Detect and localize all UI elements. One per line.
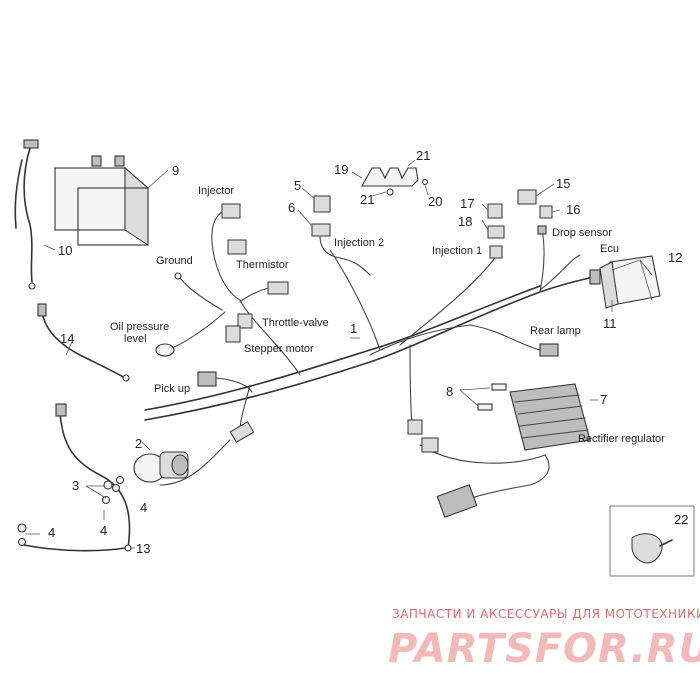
label-injection-1: Injection 1 — [432, 245, 482, 257]
callout-7: 7 — [600, 392, 607, 407]
label-ground: Ground — [156, 255, 193, 267]
callout-17: 17 — [460, 196, 474, 211]
injection-2-connector — [311, 195, 371, 276]
callout-1: 1 — [350, 321, 357, 336]
battery-cable — [14, 139, 39, 290]
callout-20: 20 — [428, 194, 442, 209]
ground-cable-13 — [23, 403, 132, 552]
injection-1-connector — [487, 203, 505, 259]
ground-cable-14 — [37, 303, 130, 382]
callout-19: 19 — [334, 162, 348, 177]
label-drop-sensor: Drop sensor — [552, 227, 612, 239]
callout-12: 12 — [668, 250, 682, 265]
watermark-tagline: ЗАПЧАСТИ И АКСЕССУАРЫ ДЛЯ МОТОТЕХНИКИ — [392, 607, 700, 621]
label-oil-pressure-2: level — [124, 333, 147, 345]
callout-11: 11 — [603, 316, 617, 331]
callout-2: 2 — [135, 436, 142, 451]
callout-9: 9 — [172, 163, 179, 178]
label-throttle-valve: Throttle-valve — [262, 317, 329, 329]
callout-3: 3 — [72, 478, 79, 493]
callout-4-c: 4 — [100, 523, 107, 538]
washers-and-nuts — [17, 475, 125, 547]
callout-21-b: 21 — [360, 192, 374, 207]
label-injection-2: Injection 2 — [334, 237, 384, 249]
throttle-valve-connector — [237, 313, 253, 329]
pick-up-connector — [197, 371, 253, 393]
main-wiring-harness — [144, 229, 599, 501]
mounting-bracket — [361, 167, 429, 196]
callout-15: 15 — [556, 176, 570, 191]
regulator-connector — [407, 419, 478, 518]
callout-5: 5 — [294, 178, 301, 193]
label-rectifier-regulator: Rectifier regulator — [578, 433, 665, 445]
callout-4-a: 4 — [140, 500, 147, 515]
callout-18: 18 — [458, 214, 472, 229]
thermistor-connector — [239, 281, 289, 303]
part-labels: Injector Ground Thermistor Oil pressure … — [110, 185, 665, 445]
label-thermistor: Thermistor — [236, 259, 289, 271]
callout-4-b: 4 — [48, 525, 55, 540]
rectifier-regulator — [509, 383, 591, 451]
drop-sensor-connector — [517, 189, 553, 235]
callout-22: 22 — [674, 512, 688, 527]
callout-21-a: 21 — [416, 148, 430, 163]
ground-lug — [174, 272, 223, 311]
injector-connector — [211, 203, 247, 301]
screws — [477, 383, 507, 411]
callout-14: 14 — [60, 331, 74, 346]
inline-connector — [229, 421, 255, 443]
starter-relay — [133, 451, 189, 483]
callout-16: 16 — [566, 202, 580, 217]
label-oil-pressure-1: Oil pressure — [110, 321, 169, 333]
label-rear-lamp: Rear lamp — [530, 325, 581, 337]
callout-10: 10 — [58, 243, 72, 258]
label-stepper-motor: Stepper motor — [244, 343, 314, 355]
callout-8: 8 — [446, 384, 453, 399]
ecu — [589, 255, 661, 309]
label-injector: Injector — [198, 185, 234, 197]
callout-13: 13 — [136, 541, 150, 556]
detail-box-22 — [609, 505, 695, 577]
battery — [53, 155, 150, 246]
callout-numbers: 1 2 3 4 4 4 5 6 7 8 9 10 11 12 13 14 15 … — [48, 148, 688, 556]
label-pick-up: Pick up — [154, 383, 190, 395]
label-ecu: Ecu — [600, 243, 619, 255]
watermark-logo: PARTSFOR.RU — [388, 626, 700, 672]
watermark: ЗАПЧАСТИ И АКСЕССУАРЫ ДЛЯ МОТОТЕХНИКИ PA… — [388, 607, 700, 672]
callout-6: 6 — [288, 200, 295, 215]
rear-lamp-connector — [539, 343, 559, 357]
stepper-motor-connector — [225, 325, 241, 343]
leader-lines — [26, 159, 653, 549]
oil-pressure-connector — [155, 311, 226, 357]
